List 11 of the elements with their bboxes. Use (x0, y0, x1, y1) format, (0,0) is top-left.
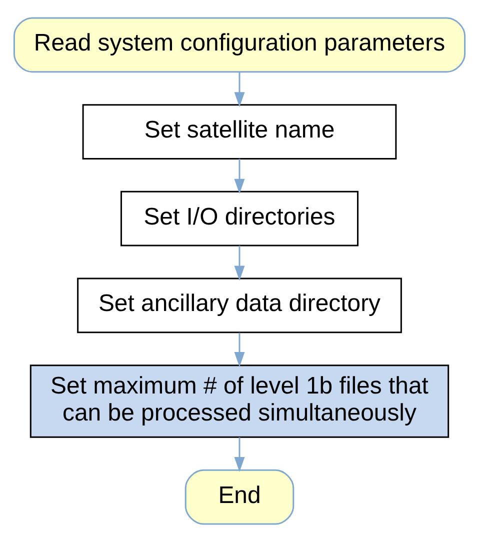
arrow (234, 437, 245, 472)
node-box: Set ancillary data directory (77, 278, 402, 334)
node-box: Set I/O directories (120, 190, 359, 246)
node-box: Set satellite name (82, 104, 397, 160)
arrow (234, 72, 245, 108)
arrow (234, 332, 245, 367)
node-box: Set maximum # of level 1b files that can be processed simultaneously (30, 364, 450, 438)
arrow (234, 246, 245, 281)
node-box: End (184, 469, 294, 525)
node-box: Read system configuration parameters (13, 17, 466, 73)
arrow (234, 158, 245, 194)
